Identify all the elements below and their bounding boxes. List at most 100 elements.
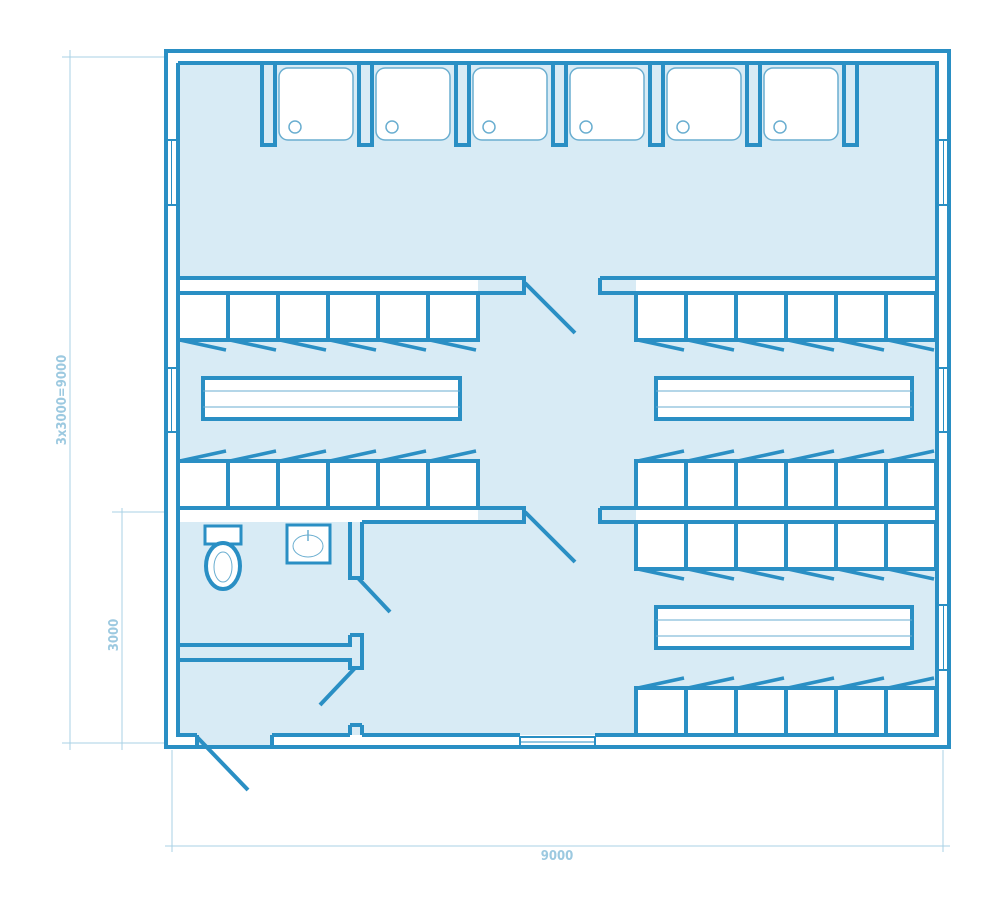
locker-door [329,449,377,463]
locker-door [737,567,785,581]
wall [176,63,197,737]
locker-door [687,449,735,463]
locker [684,459,738,510]
wall [178,633,364,670]
locker [426,459,480,510]
wall [598,276,937,295]
locker [326,459,380,510]
locker [634,520,688,571]
locker [176,291,230,342]
shower-drain-icon [579,120,593,134]
locker [734,520,788,571]
total-width-label: 9000 [541,849,574,864]
locker [376,291,430,342]
shower-partition [260,63,277,147]
locker [226,291,280,342]
locker [734,291,788,342]
locker-door [837,449,885,463]
locker [834,520,888,571]
locker-door [379,449,427,463]
locker-door [787,676,835,690]
bench [654,605,914,650]
locker-door [787,449,835,463]
locker [834,291,888,342]
wall [195,735,274,748]
locker [834,686,888,737]
locker [634,291,688,342]
locker-door [887,567,935,581]
wall [178,506,526,524]
wall [348,723,364,735]
total-height-label: 3x3000=9000 [55,355,70,446]
locker [734,459,788,510]
locker [176,459,230,510]
wall [178,276,526,295]
locker-door [637,676,685,690]
locker [376,459,430,510]
locker-door [637,567,685,581]
locker [326,291,380,342]
locker [884,686,938,737]
locker [684,291,738,342]
locker-door [887,338,935,352]
locker-door [887,449,935,463]
dimension-lines [62,50,950,852]
locker-door [837,676,885,690]
locker [684,520,738,571]
locker-door [179,338,227,352]
door-leaf [523,281,577,335]
walls [164,49,951,749]
locker-door [787,338,835,352]
section-height-label: 3000 [107,619,122,652]
wall [178,61,939,737]
locker [784,291,838,342]
locker-door [787,567,835,581]
locker-door [329,338,377,352]
bench [201,376,462,421]
locker [634,459,688,510]
shower-partition [842,63,859,147]
locker-door [229,449,277,463]
locker [834,459,888,510]
bench [654,376,914,421]
shower-drain-icon [288,120,302,134]
locker-door [687,567,735,581]
locker [784,520,838,571]
floor-area [478,278,636,522]
locker [634,686,688,737]
locker-door [737,449,785,463]
locker-door [837,567,885,581]
locker [784,686,838,737]
locker [784,459,838,510]
locker-door [229,338,277,352]
shower-partition [648,63,665,147]
locker [276,291,330,342]
door-leaf [523,510,577,564]
locker-door [737,676,785,690]
locker-door [637,338,685,352]
shower-drain-icon [773,120,787,134]
shower-partition [551,63,568,147]
locker-door [379,338,427,352]
locker-door [279,338,327,352]
locker-door [179,449,227,463]
locker [884,459,938,510]
locker-door [279,449,327,463]
locker-door [637,449,685,463]
locker [684,686,738,737]
locker [884,291,938,342]
locker [426,291,480,342]
outer-wall-outline [164,49,951,749]
wall [270,733,350,740]
locker-door [429,449,477,463]
locker-door [737,338,785,352]
shower-drain-icon [482,120,496,134]
locker [276,459,330,510]
wall [348,522,364,580]
toilet-icon [204,541,242,591]
shower-partition [357,63,374,147]
wall [598,506,937,524]
shower-partition [745,63,762,147]
locker-door [687,676,735,690]
shower-partition [454,63,471,147]
